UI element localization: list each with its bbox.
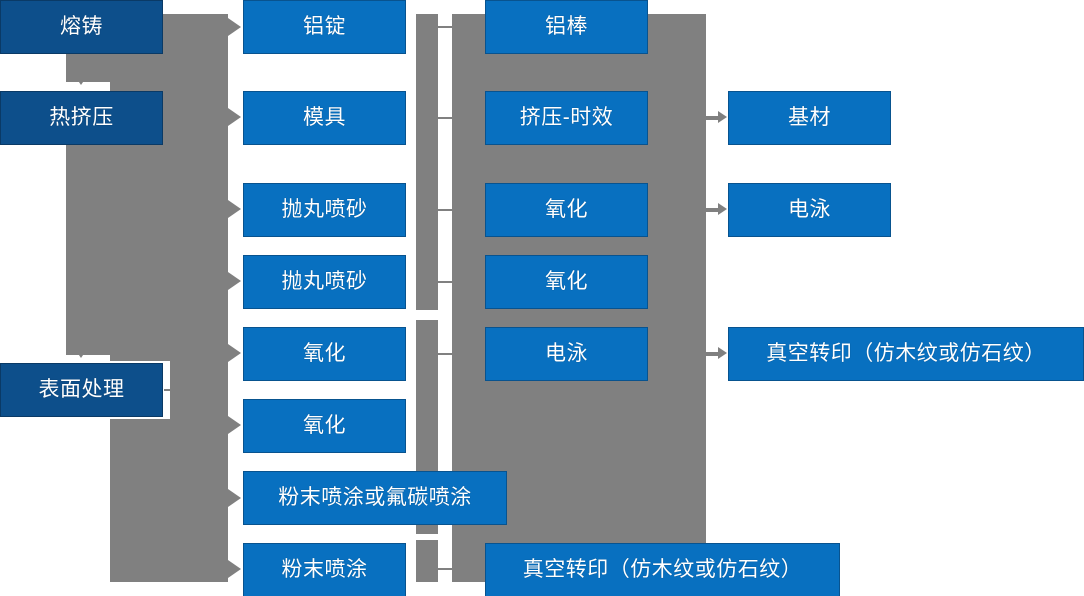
process-label-c2-1: 铝锭 xyxy=(303,15,346,39)
process-label-c3-2: 挤压-时效 xyxy=(519,106,614,130)
stage-label-melting: 熔铸 xyxy=(60,15,103,39)
arrow-to-c4-2 xyxy=(718,203,727,215)
process-label-c3-1: 铝棒 xyxy=(545,15,588,39)
arrow-to-c2-7 xyxy=(228,489,241,507)
process-box-c3-2[interactable]: 挤压-时效 xyxy=(485,91,650,147)
arrow-to-c2-3 xyxy=(228,200,241,218)
stage-box-extrusion[interactable]: 热挤压 xyxy=(0,91,165,147)
process-label-c2-3: 抛丸喷砂 xyxy=(281,198,368,222)
output-box-c4-1[interactable]: 基材 xyxy=(728,91,893,147)
process-box-c2-5[interactable]: 氧化 xyxy=(243,327,408,383)
arrow-to-c2-6 xyxy=(228,416,241,434)
left-band-extrusion-stub xyxy=(66,143,128,355)
arrow-to-c4-3 xyxy=(718,347,727,359)
surface-stage-connector xyxy=(164,389,194,391)
arrow-to-c2-2 xyxy=(228,108,241,126)
stage-label-extrusion: 热挤压 xyxy=(49,106,114,130)
process-box-c3-5[interactable]: 电泳 xyxy=(485,327,650,383)
process-label-c3-6: 真空转印（仿木纹或仿石纹） xyxy=(522,558,803,582)
arrow-to-c2-4 xyxy=(228,272,241,290)
stage-box-melting[interactable]: 熔铸 xyxy=(0,0,165,56)
arrow-to-c4-1 xyxy=(718,111,727,123)
process-box-c2-7[interactable]: 粉末喷涂或氟碳喷涂 xyxy=(243,471,509,527)
process-box-c2-4[interactable]: 抛丸喷砂 xyxy=(243,255,408,311)
arrow-to-c2-5 xyxy=(228,344,241,362)
process-box-c2-6[interactable]: 氧化 xyxy=(243,399,408,455)
process-label-c2-6: 氧化 xyxy=(303,414,346,438)
arrow-to-c2-1 xyxy=(228,18,241,36)
middle-narrow-bar-upper xyxy=(416,14,438,310)
output-label-c4-2: 电泳 xyxy=(788,198,831,222)
process-box-c2-3[interactable]: 抛丸喷砂 xyxy=(243,183,408,239)
process-label-c2-2: 模具 xyxy=(303,106,346,130)
output-label-c4-3: 真空转印（仿木纹或仿石纹） xyxy=(766,342,1046,366)
process-label-c3-5: 电泳 xyxy=(545,342,588,366)
output-box-c4-2[interactable]: 电泳 xyxy=(728,183,893,239)
process-box-c3-6[interactable]: 真空转印（仿木纹或仿石纹） xyxy=(485,543,842,596)
process-box-c3-1[interactable]: 铝棒 xyxy=(485,0,650,56)
process-box-c2-8[interactable]: 粉末喷涂 xyxy=(243,543,408,596)
process-box-c3-3[interactable]: 氧化 xyxy=(485,183,650,239)
process-label-c3-3: 氧化 xyxy=(545,198,588,222)
process-box-c3-4[interactable]: 氧化 xyxy=(485,255,650,311)
output-label-c4-1: 基材 xyxy=(788,106,831,130)
stick-to-c4-2 xyxy=(706,208,720,212)
process-box-c2-1[interactable]: 铝锭 xyxy=(243,0,408,56)
process-label-c2-8: 粉末喷涂 xyxy=(281,558,368,582)
process-label-c2-4: 抛丸喷砂 xyxy=(281,270,368,294)
stick-to-c4-1 xyxy=(706,116,720,120)
process-box-c2-2[interactable]: 模具 xyxy=(243,91,408,147)
process-label-c2-5: 氧化 xyxy=(303,342,346,366)
left-band-melting-stub xyxy=(66,52,128,82)
middle-narrow-bar-bottom xyxy=(416,540,438,582)
process-label-c2-7: 粉末喷涂或氟碳喷涂 xyxy=(278,486,472,510)
process-label-c3-4: 氧化 xyxy=(545,270,588,294)
arrow-to-c2-8 xyxy=(228,560,241,578)
stage-label-surface: 表面处理 xyxy=(38,378,125,402)
output-box-c4-3[interactable]: 真空转印（仿木纹或仿石纹） xyxy=(728,327,1084,383)
stick-to-c4-3 xyxy=(706,352,720,356)
stage-box-surface[interactable]: 表面处理 xyxy=(0,363,165,419)
